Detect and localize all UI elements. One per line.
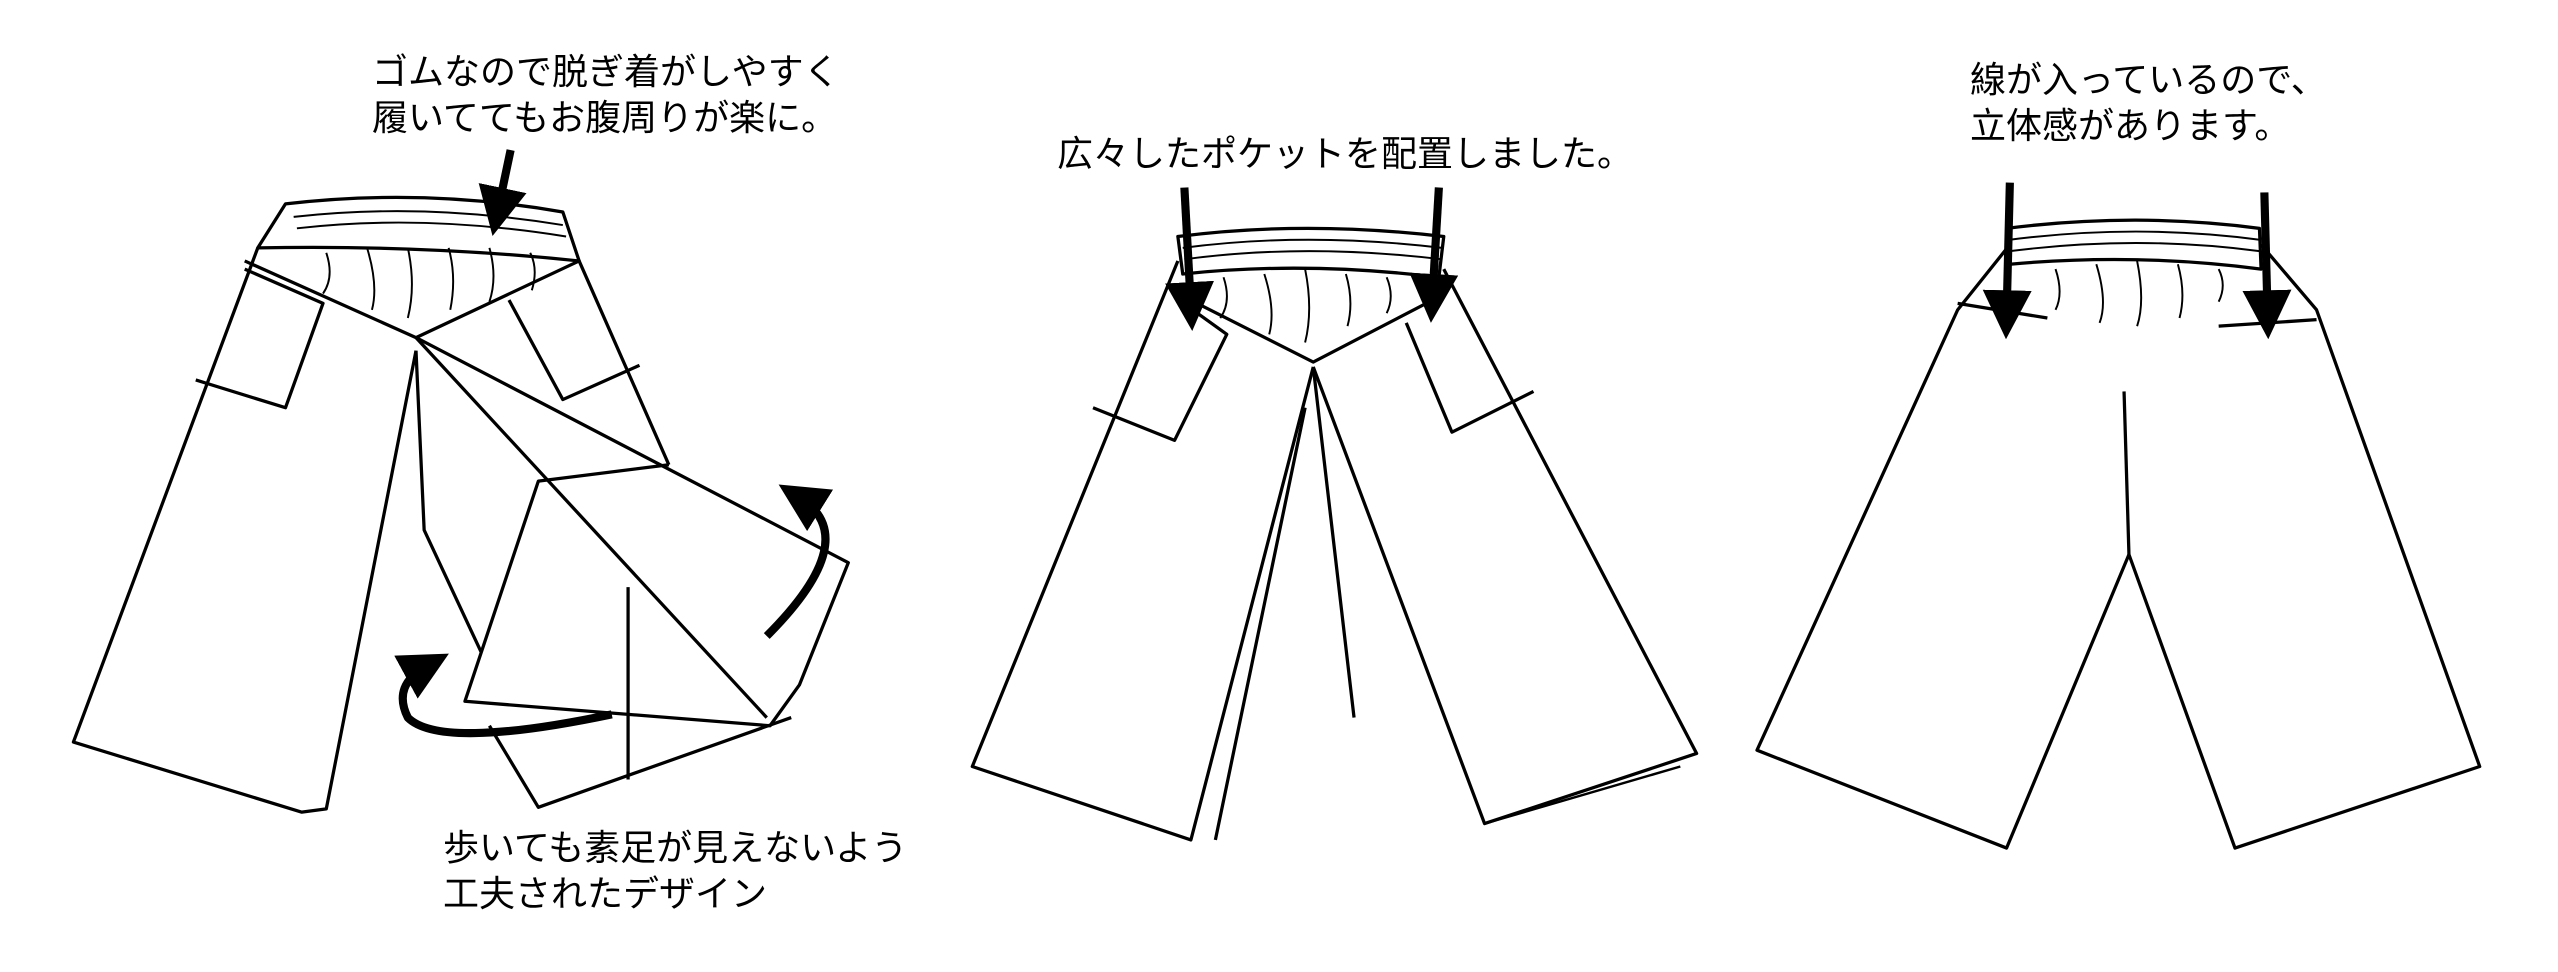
- inner-seam: [1213, 366, 1356, 841]
- pocket-arrow-right: [1409, 187, 1459, 323]
- under-hem: [1484, 765, 1681, 825]
- outline: [1755, 243, 2482, 850]
- yoke: [244, 259, 671, 466]
- under-panel: [488, 716, 792, 809]
- waistband-note: ゴムなので脱ぎ着がしやすく 履いててもお腹周りが楽に。: [372, 50, 840, 142]
- note-line: 工夫されたデザイン: [443, 874, 768, 915]
- waistband: [2004, 218, 2263, 271]
- note-line: 歩いても素足が見えないよう: [443, 828, 908, 869]
- waistband-stitching: [2009, 230, 2260, 253]
- note-line: 線が入っているので、: [1970, 60, 2327, 101]
- left-pocket: [195, 267, 325, 410]
- gather-lines: [1219, 268, 1392, 343]
- note-line: 立体感があります。: [1970, 106, 2291, 147]
- gather-lines: [322, 247, 536, 319]
- dart-arrow-right: [2242, 192, 2292, 340]
- waistband: [256, 195, 581, 263]
- yoke: [1170, 288, 1440, 364]
- pocket-arrow-left: [1165, 187, 1215, 332]
- flap-fold: [414, 336, 768, 719]
- right-pocket: [507, 299, 641, 402]
- dart-arrow-left: [1982, 182, 2032, 340]
- gather-lines: [2054, 260, 2224, 327]
- curved-arrow-right: [763, 484, 834, 639]
- note-line: 広々したポケットを配置しました。: [1057, 134, 1634, 175]
- right-pocket: [1404, 322, 1535, 434]
- front-pants: [970, 187, 1699, 842]
- wrap-flap-note: 歩いても素足が見えないよう 工夫されたデザイン: [443, 826, 907, 918]
- pocket-note: 広々したポケットを配置しました。: [1057, 132, 1633, 178]
- dart-left: [1957, 301, 2048, 320]
- front-open-pants: [71, 149, 850, 814]
- left-leg: [970, 260, 1315, 842]
- waistband: [1176, 226, 1446, 279]
- back-pants: [1755, 182, 2482, 850]
- right-leg: [1311, 268, 1699, 826]
- back-seam-note: 線が入っているので、 立体感があります。: [1970, 58, 2327, 150]
- wrap-flap: [415, 336, 850, 728]
- note-line: 履いててもお腹周りが楽に。: [372, 98, 838, 139]
- note-line: ゴムなので脱ぎ着がしやすく: [372, 52, 840, 93]
- waistband-stitching: [293, 210, 567, 238]
- center-seam: [2122, 391, 2131, 555]
- waistband-stitching: [1182, 238, 1443, 261]
- inner-leg: [414, 350, 483, 654]
- left-leg: [71, 247, 418, 814]
- curved-arrow-left: [394, 653, 613, 738]
- dart-right: [2218, 318, 2317, 328]
- waist-arrow: [478, 149, 527, 236]
